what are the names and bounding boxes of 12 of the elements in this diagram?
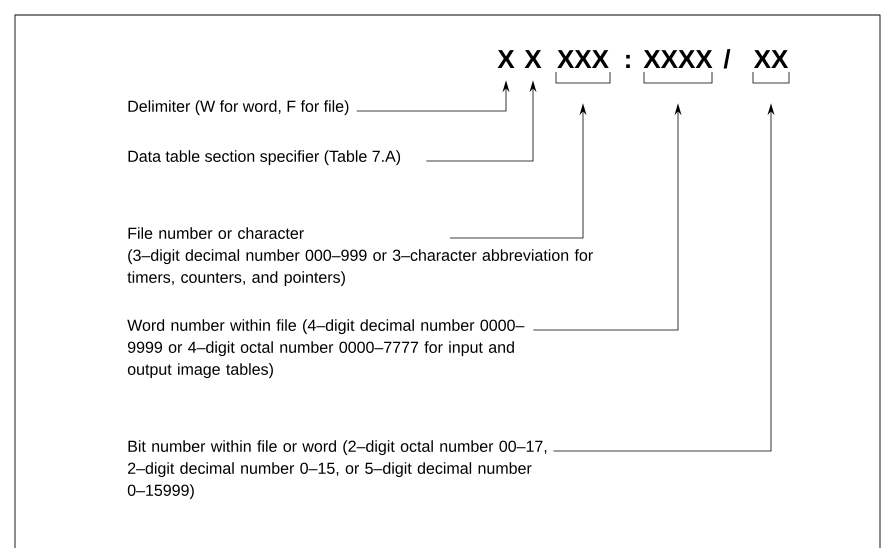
address-field: X [498, 50, 514, 68]
description-text: Word number within file (4–digit decimal number 0000–9999 or 4–digit octal number 0000–7777 for input and output image tables) [127, 319, 524, 378]
description-text: Data table section specifier (Table 7.A) [128, 150, 400, 166]
description-text: Bit number within file or word (2–digit octal number 00–17, 2–digit decimal number 0–15, or 5–digit decimal number 0–15999) [128, 440, 546, 500]
separator-symbol: / [724, 49, 730, 69]
address-field: XXX [557, 50, 609, 68]
address-field: XX [754, 50, 788, 68]
description-text: File number or character (3–digit decimal number 000–999 or 3–character abbreviation for timers, counters, and pointers) [127, 227, 593, 286]
description-text: Delimiter (W for word, F for file) [128, 100, 348, 116]
address-field: X [524, 50, 542, 68]
address-field: XXXX [644, 50, 712, 68]
separator-symbol: : [626, 54, 630, 68]
